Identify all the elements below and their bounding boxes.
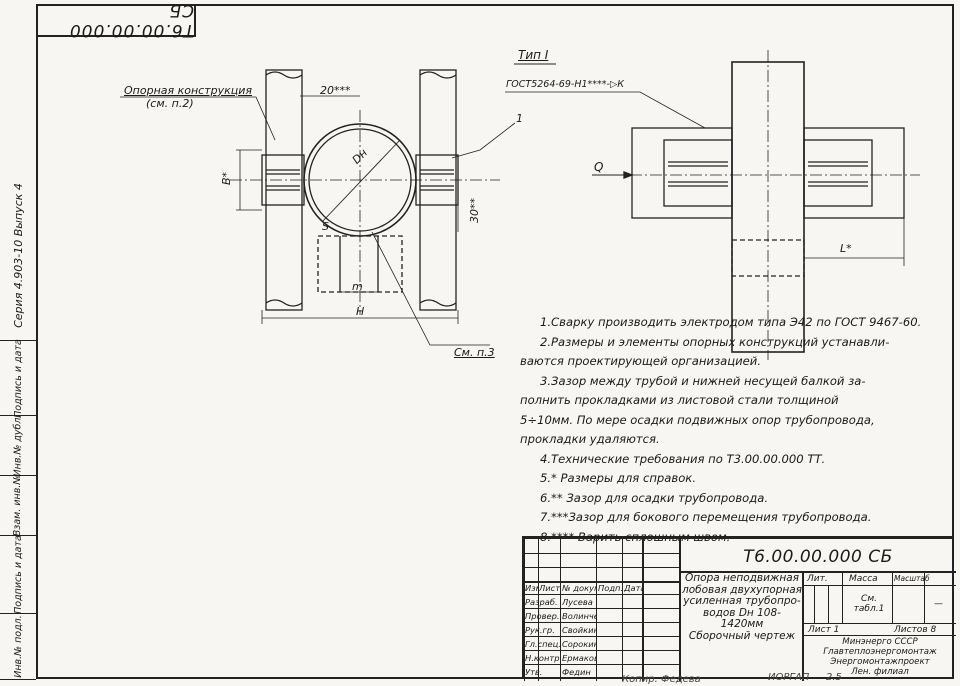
note-line: 5.* Размеры для справок. (540, 471, 697, 485)
note-line: 5÷10мм. По мере осадки подвижных опор тр… (520, 412, 875, 427)
tb-role: Утв. (525, 667, 543, 677)
tb-name-line: Опора неподвижная (685, 572, 799, 584)
bottom-format: ИОРГАП (768, 672, 810, 683)
bottom-size: 2.5 (826, 672, 842, 683)
bottom-copyist: Копир. Федева (622, 674, 701, 685)
tb-role: Разраб. (525, 597, 558, 607)
gost-weld-ref: ГОСТ5264-69-Н1****-▷К (506, 79, 624, 90)
dim-30: 30** (468, 198, 481, 223)
tb-sheet: Лист 1 (808, 625, 840, 635)
tb-name-line: усиленная трубопро- (683, 595, 801, 607)
dim-b: В* (220, 171, 234, 186)
tb-col-header: Изм (525, 583, 539, 593)
tb-person: Лусева (562, 597, 593, 607)
note-line: 3.Зазор между трубой и нижней несущей ба… (540, 373, 866, 388)
tb-col-header: Дата (624, 583, 642, 593)
label-see-p3: См. п.3 (454, 346, 495, 359)
tb-organization: Минэнерго СССР Главтеплоэнергомонтаж Эне… (804, 637, 956, 677)
drawing-frame (36, 4, 954, 679)
tb-name-line: Сборочный чертеж (688, 629, 796, 642)
tb-org-line: Главтеплоэнергомонтаж (823, 647, 937, 657)
tb-role: Гл.спец. (525, 639, 560, 649)
force-q: Q (594, 160, 604, 174)
dim-20: 20*** (320, 84, 351, 97)
tb-mass-value: См. табл.1 (853, 594, 885, 614)
tb-col-header: Лист (539, 583, 561, 593)
break-mark (265, 299, 303, 307)
tb-lit-label: Лит. (807, 574, 828, 584)
left-strip-cell: Подпись и дата (0, 535, 36, 614)
tb-role: Рук.гр. (525, 625, 555, 635)
tb-person: Свойкин (562, 625, 596, 635)
tb-org-line: Минэнерго СССР (842, 637, 918, 647)
tb-role: Провер. (525, 611, 560, 621)
position-1: 1 (516, 112, 523, 125)
note-line: 1.Сварку производить электродом типа Э42… (540, 315, 922, 329)
label-support-ref: (см. п.2) (146, 97, 194, 110)
tb-person: Волинченко (562, 611, 596, 621)
break-mark (265, 71, 303, 79)
tb-col-header: № докум. (562, 583, 596, 593)
note-line: прокладки удаляются. (520, 432, 660, 446)
dim-s: S (322, 220, 329, 233)
tb-document-name: Опора неподвижная лобовая двухупорная ус… (682, 572, 802, 642)
note-line: 6.** Зазор для осадки трубопровода. (540, 490, 769, 505)
tb-sheets: Листов 8 (894, 625, 937, 635)
title-block: Изм Лист № докум. Подп. Дата Разраб. Лус… (522, 537, 956, 681)
notes-block: 1.Сварку производить электродом типа Э42… (520, 313, 948, 547)
tb-org-line: Энергомонтажпроект (830, 657, 930, 667)
dim-l: L* (840, 242, 852, 255)
left-strip: Подпись и дата Инв.№ дубл. Взам. инв.№ П… (0, 339, 36, 680)
left-strip-cell: Взам. инв.№ (0, 475, 36, 536)
dim-m: m (352, 280, 363, 293)
note-line: 2.Размеры и элементы опорных конструкций… (540, 334, 890, 349)
dim-h: Н (356, 305, 365, 318)
break-mark (419, 71, 457, 79)
type-title: Тип I (518, 48, 549, 62)
tb-person: Сорокин (562, 639, 596, 649)
tb-org-line: Лен. филиал (851, 667, 909, 677)
tb-scale-label: Масштаб (894, 574, 930, 583)
note-line: ваются проектирующей организацией. (520, 354, 762, 368)
side-plate-right (803, 127, 905, 219)
tb-name-line: водов Dн 108-1420мм (703, 606, 781, 630)
tb-person: Федин (562, 667, 591, 677)
tb-col-header: Подп. (598, 583, 622, 593)
left-strip-cell: Инв.№ дубл. (0, 415, 36, 476)
note-line: 7.***Зазор для бокового перемещения труб… (540, 510, 872, 524)
label-support-structure: Опорная конструкция (124, 84, 253, 97)
tb-person: Ермаков (562, 653, 596, 663)
break-mark (419, 299, 457, 307)
side-stop-right (803, 139, 873, 207)
tb-role: Н.контр. (525, 653, 560, 663)
tb-scale-value: — (934, 599, 943, 609)
note-line: 4.Технические требования по Т3.00.00.000… (540, 451, 826, 466)
tb-mass-label: Масса (849, 574, 878, 584)
tb-name-line: лобовая двухупорная (682, 583, 802, 596)
note-line: 8.**** Варить сплошным швом. (540, 529, 731, 544)
note-line: полнить прокладками из листовой стали то… (520, 393, 839, 407)
top-stamp: Т6.00.00.000 СБ (37, 0, 196, 40)
left-strip-cell: Инв.№ подл. (0, 614, 36, 680)
side-plate-left (631, 127, 733, 219)
left-strip-cell: Подпись и дата (0, 339, 36, 417)
side-stop-left (663, 139, 733, 207)
tb-document-code: Т6.00.00.000 СБ (743, 547, 893, 567)
